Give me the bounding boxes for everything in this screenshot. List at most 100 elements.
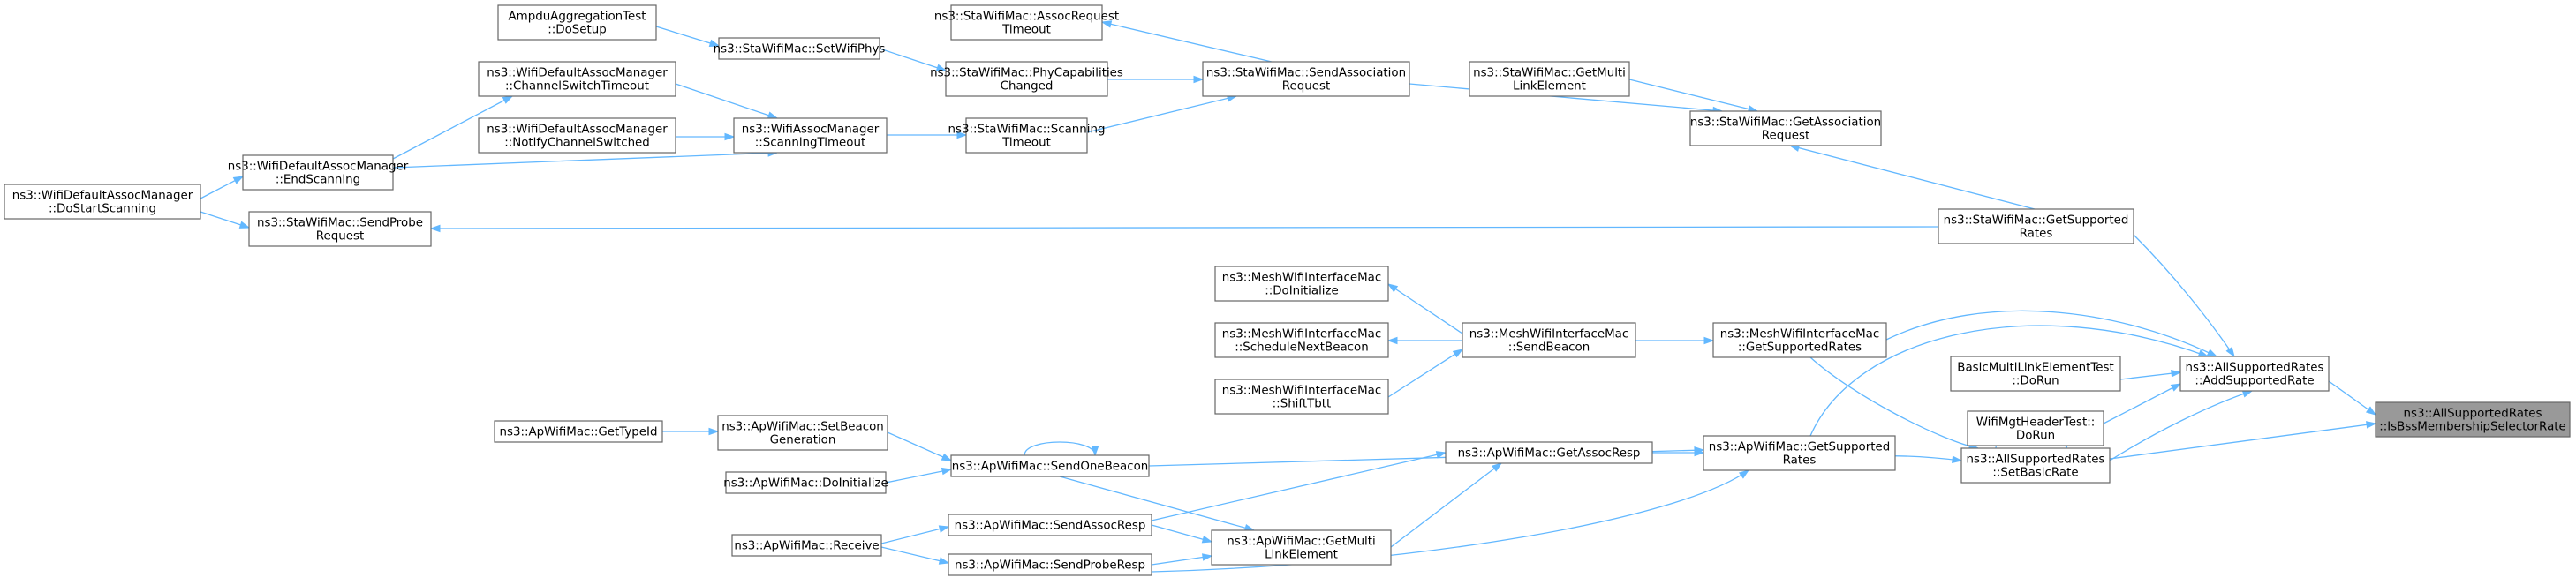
edge-arrowhead bbox=[1201, 553, 1213, 561]
node-label-line: ns3::StaWifiMac::AssocRequest bbox=[934, 11, 1119, 24]
graph-edge bbox=[1885, 310, 2218, 357]
node-label-line: Rates bbox=[1783, 454, 1817, 468]
graph-edge bbox=[392, 95, 514, 160]
node-label-line: ::DoSetup bbox=[548, 24, 607, 37]
graph-node[interactable]: BasicMultiLinkElementTest::DoRun bbox=[1950, 356, 2121, 392]
graph-node-target[interactable]: ns3::AllSupportedRates::IsBssMembershipS… bbox=[2375, 401, 2571, 438]
graph-node[interactable]: ns3::ApWifiMac::GetTypeId bbox=[494, 420, 663, 443]
edge-line bbox=[1409, 83, 1723, 112]
node-box bbox=[1462, 322, 1636, 358]
graph-node[interactable]: ns3::MeshWifiInterfaceMac::GetSupportedR… bbox=[1712, 322, 1887, 358]
node-label-line: ns3::StaWifiMac::GetMulti bbox=[1473, 67, 1626, 80]
graph-node[interactable]: ns3::WifiDefaultAssocManager::NotifyChan… bbox=[478, 117, 676, 154]
graph-node[interactable]: ns3::ApWifiMac::GetSupportedRates bbox=[1703, 435, 1896, 471]
edge-line bbox=[2103, 383, 2181, 424]
node-label-line: ns3::MeshWifiInterfaceMac bbox=[1469, 328, 1628, 341]
node-label-line: ::ChannelSwitchTimeout bbox=[505, 80, 649, 94]
graph-node[interactable]: ns3::ApWifiMac::DoInitialize bbox=[723, 471, 888, 494]
graph-node[interactable]: ns3::StaWifiMac::GetSupportedRates bbox=[1938, 208, 2134, 244]
graph-node[interactable]: ns3::StaWifiMac::SetWifiPhys bbox=[714, 37, 886, 60]
edge-arrowhead bbox=[2225, 346, 2235, 358]
node-label-line: LinkElement bbox=[1265, 549, 1338, 562]
node-box bbox=[1703, 435, 1896, 471]
node-box bbox=[494, 420, 663, 443]
node-label-line: ns3::StaWifiMac::SendProbe bbox=[257, 217, 423, 230]
node-label-line: Rates bbox=[2020, 228, 2053, 241]
graph-node[interactable]: ns3::ApWifiMac::Receive bbox=[731, 534, 882, 557]
node-box bbox=[1214, 266, 1389, 302]
edge-arrowhead bbox=[502, 95, 514, 104]
edge-line bbox=[1101, 21, 1273, 63]
node-label-line: ::NotifyChannelSwitched bbox=[504, 137, 650, 150]
node-label-line: ns3::MeshWifiInterfaceMac bbox=[1222, 272, 1381, 285]
graph-node[interactable]: ns3::MeshWifiInterfaceMac::ScheduleNextB… bbox=[1214, 322, 1389, 358]
edge-arrowhead bbox=[2365, 406, 2377, 416]
node-label-line: ns3::StaWifiMac::SendAssociation bbox=[1206, 67, 1406, 80]
node-box bbox=[1214, 322, 1389, 358]
graph-node[interactable]: ns3::WifiDefaultAssocManager::DoStartSca… bbox=[4, 184, 201, 220]
edge-arrowhead bbox=[1452, 349, 1464, 358]
node-box bbox=[948, 553, 1152, 576]
edge-arrowhead bbox=[1703, 336, 1715, 345]
node-label-line: Request bbox=[1282, 80, 1330, 94]
graph-edge bbox=[1788, 144, 2036, 210]
edge-arrowhead bbox=[2366, 421, 2377, 429]
edge-line bbox=[1628, 79, 1758, 112]
graph-edge bbox=[200, 176, 245, 199]
graph-node[interactable]: ns3::WifiDefaultAssocManager::EndScannin… bbox=[228, 154, 409, 191]
edge-line bbox=[1390, 462, 1502, 548]
graph-edge bbox=[1151, 524, 1213, 544]
graph-node[interactable]: ns3::StaWifiMac::ScanningTimeout bbox=[948, 117, 1106, 154]
node-label-line: Timeout bbox=[1001, 137, 1051, 150]
node-label-line: ns3::StaWifiMac::SetWifiPhys bbox=[714, 43, 886, 56]
graph-edge bbox=[887, 131, 968, 139]
graph-edge bbox=[1386, 336, 1462, 345]
graph-node[interactable]: ns3::AllSupportedRates::SetBasicRate bbox=[1960, 447, 2111, 484]
graph-node[interactable]: ns3::MeshWifiInterfaceMac::SendBeacon bbox=[1462, 322, 1636, 358]
graph-edge bbox=[429, 224, 1939, 233]
graph-node[interactable]: ns3::ApWifiMac::SendProbeResp bbox=[948, 553, 1152, 576]
graph-node[interactable]: WifiMgtHeaderTest::DoRun bbox=[1967, 410, 2104, 446]
node-label-line: ::EndScanning bbox=[276, 174, 360, 187]
node-box bbox=[1469, 61, 1630, 97]
edge-line bbox=[1387, 349, 1463, 398]
graph-node[interactable]: ns3::ApWifiMac::GetAssocResp bbox=[1445, 441, 1653, 464]
graph-node[interactable]: ns3::WifiAssocManager::ScanningTimeout bbox=[733, 117, 888, 154]
node-box bbox=[1938, 208, 2134, 244]
edge-line bbox=[2328, 380, 2376, 416]
node-box bbox=[4, 184, 201, 220]
edge-line bbox=[880, 526, 949, 544]
edge-line bbox=[879, 48, 947, 71]
graph-node[interactable]: ns3::WifiDefaultAssocManager::ChannelSwi… bbox=[478, 61, 676, 97]
node-box bbox=[1214, 379, 1389, 415]
graph-edge bbox=[880, 546, 950, 565]
graph-node[interactable]: ns3::MeshWifiInterfaceMac::DoInitialize bbox=[1214, 266, 1389, 302]
graph-node[interactable]: ns3::ApWifiMac::SendAssocResp bbox=[948, 514, 1152, 536]
node-label-line: ::DoInitialize bbox=[1265, 285, 1339, 298]
edge-arrowhead bbox=[2170, 383, 2182, 392]
node-label-line: ::AddSupportedRate bbox=[2195, 375, 2314, 388]
graph-edge bbox=[879, 48, 948, 71]
edge-line bbox=[1809, 356, 1979, 449]
edge-arrowhead bbox=[2241, 390, 2254, 398]
graph-node[interactable]: ns3::AllSupportedRates::AddSupportedRate bbox=[2179, 356, 2330, 392]
node-label-line: ns3::ApWifiMac::GetSupported bbox=[1709, 441, 1890, 454]
graph-node[interactable]: AmpduAggregationTest::DoSetup bbox=[497, 4, 657, 41]
edge-arrowhead bbox=[935, 64, 948, 71]
graph-node[interactable]: ns3::MeshWifiInterfaceMac::ShiftTbtt bbox=[1214, 379, 1389, 415]
node-box bbox=[1202, 61, 1410, 97]
edge-line bbox=[1387, 283, 1463, 334]
graph-edge bbox=[2119, 369, 2182, 380]
graph-edge bbox=[1151, 451, 1447, 521]
graph-edge bbox=[1024, 441, 1099, 457]
graph-node[interactable]: ns3::ApWifiMac::SendOneBeacon bbox=[950, 454, 1150, 477]
